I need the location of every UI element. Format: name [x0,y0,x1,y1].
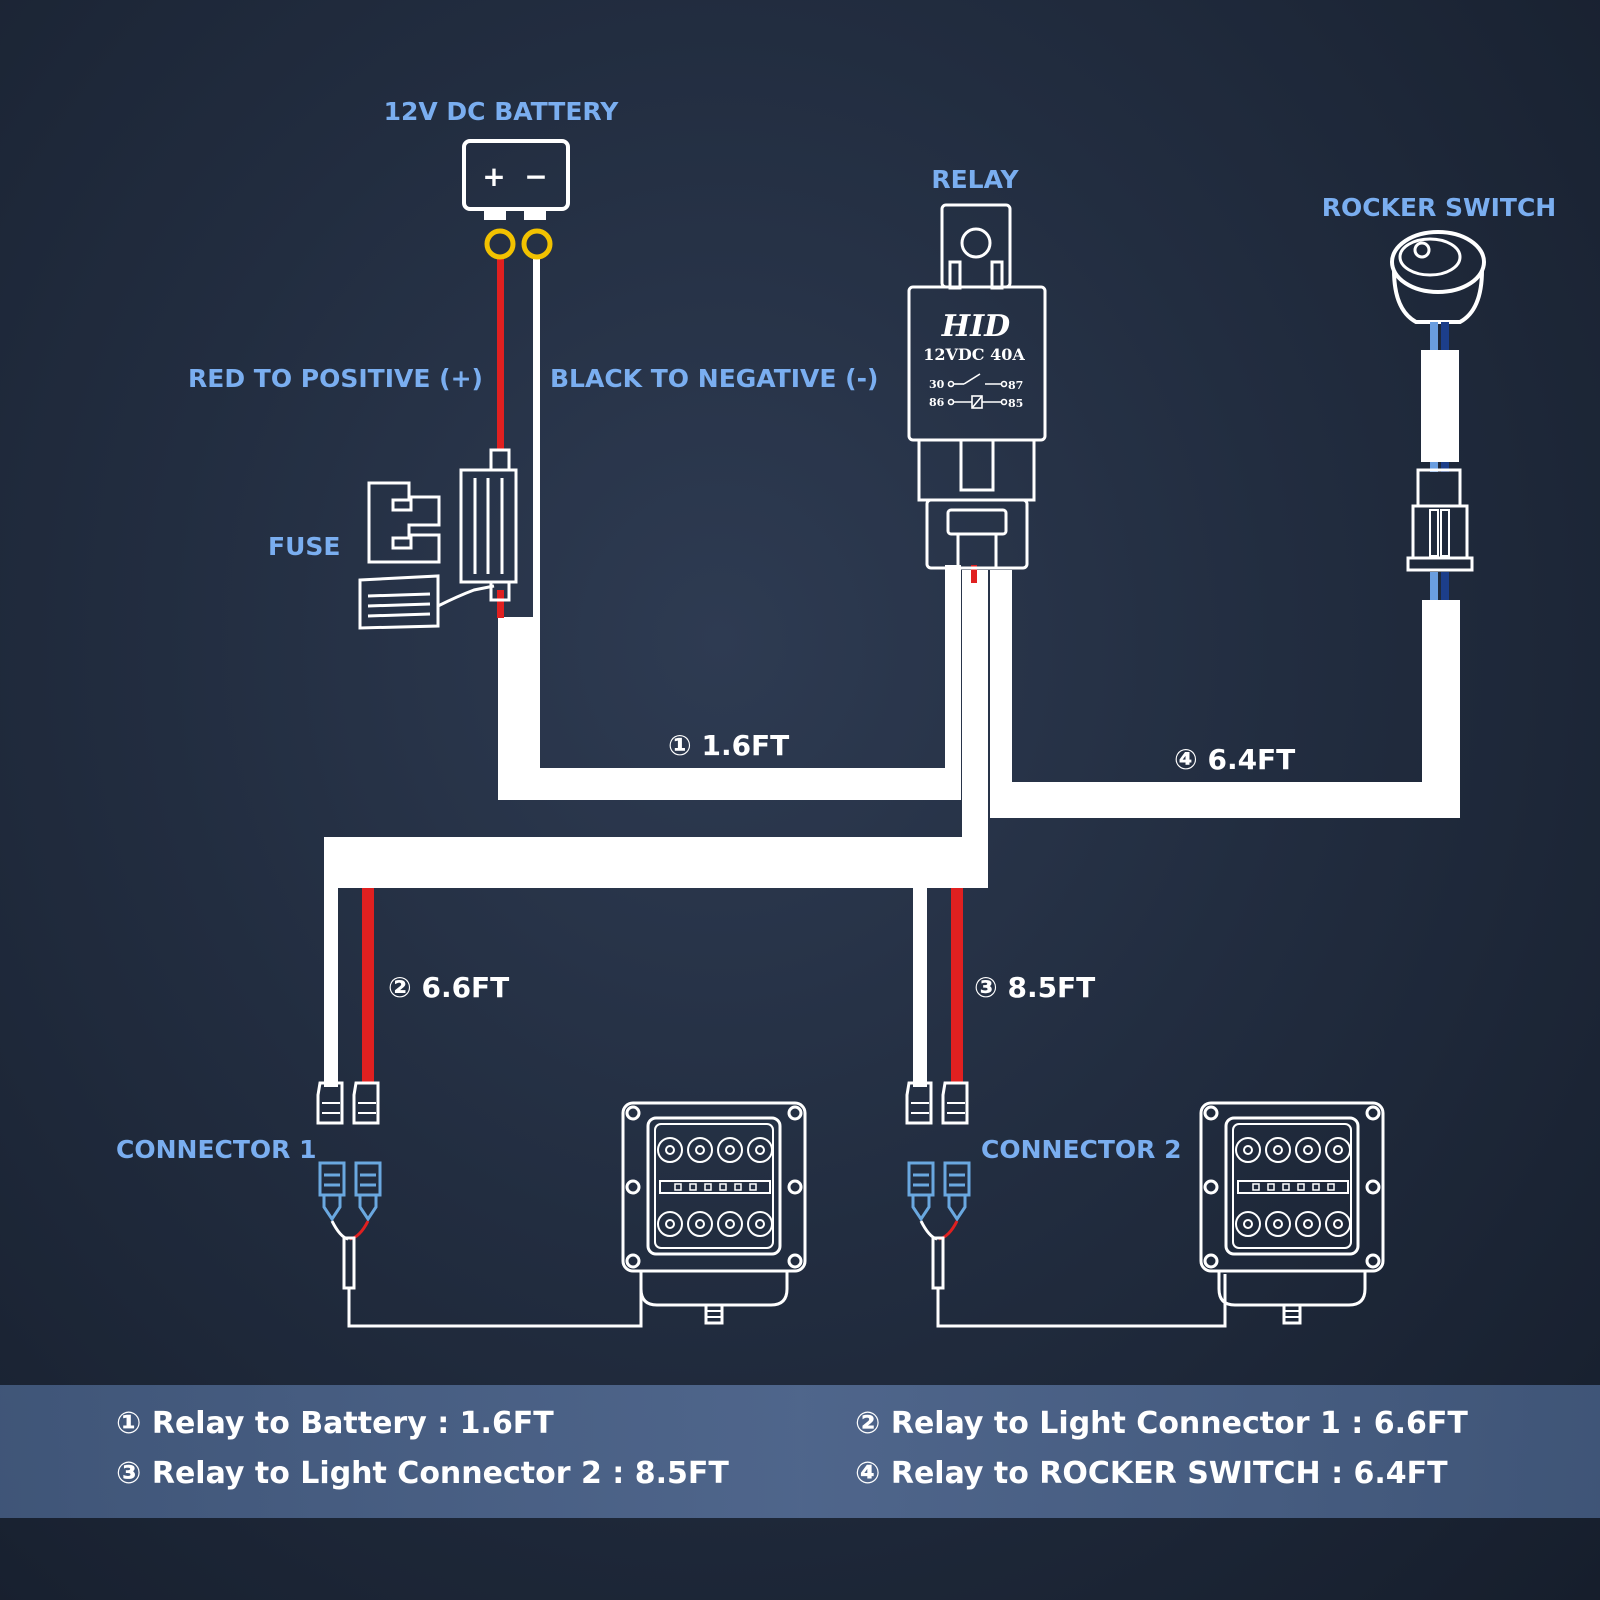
wires [362,258,977,1083]
ring-terminal-negative [521,228,553,260]
harness-switch-vertical [1422,600,1460,818]
legend-item-3: ③ Relay to Light Connector 2 : 8.5FT [116,1456,729,1491]
connector-1-icon [316,1081,643,1328]
label-fuse: FUSE [268,532,340,561]
red-wire-relay [971,565,977,583]
length-seg4: ④ 6.4FT [1174,743,1295,776]
harness-switch-upper [1421,350,1459,462]
relay-icon: HID 12VDC 40A 30 87 86 85 [907,203,1047,570]
length-seg3: ③ 8.5FT [974,971,1095,1004]
relay-pin-85: 85 [1008,397,1023,410]
relay-pin-86: 86 [929,396,945,409]
battery-minus: − [524,160,547,193]
black-wire-battery [533,258,540,618]
relay-brand: HID [941,309,1010,344]
fuse-icon [358,448,518,630]
label-battery: 12V DC BATTERY [384,97,620,126]
harness [324,350,1460,1087]
length-seg1: ① 1.6FT [668,729,789,762]
legend-item-1: ① Relay to Battery : 1.6FT [116,1406,554,1441]
length-seg2: ② 6.6FT [388,971,509,1004]
harness-light1-white [324,837,338,1087]
label-connector-2: CONNECTOR 2 [981,1135,1182,1164]
red-wire-light2 [951,888,963,1083]
harness-light2-white [913,837,927,1087]
work-light-2-icon [1199,1101,1385,1325]
red-wire-fuse-out [497,590,504,618]
rocker-switch-icon [1390,230,1486,600]
relay-rating: 12VDC 40A [923,345,1025,364]
relay-pin-87: 87 [1008,379,1023,392]
work-light-1-icon [621,1101,807,1325]
legend-item-4: ④ Relay to ROCKER SWITCH : 6.4FT [855,1456,1448,1491]
harness-relay-drop-left [945,565,961,800]
battery-plus: + [482,160,505,193]
label-black-wire: BLACK TO NEGATIVE (-) [550,364,878,393]
legend-item-2: ② Relay to Light Connector 1 : 6.6FT [855,1406,1468,1441]
connector-2-icon [905,1081,1227,1328]
battery-icon: + − [462,139,570,260]
harness-relay-drop-right [990,570,1012,818]
relay-pin-30: 30 [929,378,945,391]
harness-relay-drop-center [962,570,988,888]
harness-lights-horizontal [324,837,988,888]
harness-seg1-horizontal [498,768,961,800]
legend-bar [0,1385,1600,1518]
harness-seg4-horizontal [990,782,1460,818]
label-red-wire: RED TO POSITIVE (+) [188,364,483,393]
ring-terminal-positive [484,228,516,260]
red-wire-light1 [362,888,374,1083]
label-relay: RELAY [931,165,1019,194]
label-connector-1: CONNECTOR 1 [116,1135,317,1164]
red-wire-battery [497,258,504,450]
label-rocker-switch: ROCKER SWITCH [1322,193,1556,222]
